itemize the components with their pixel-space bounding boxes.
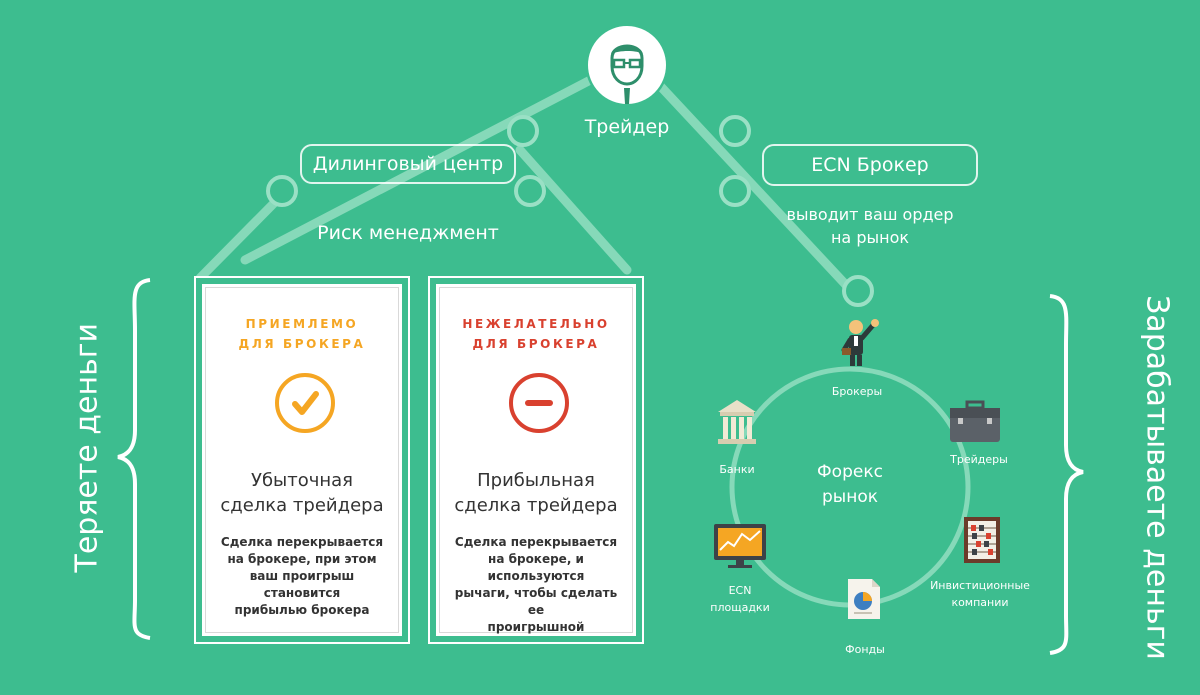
trader-avatar [584, 22, 670, 108]
connector-node [719, 115, 751, 147]
card-desc-line: на брокере, и используются [487, 552, 585, 583]
connector-node [266, 175, 298, 207]
card-description: Сделка перекрывается на брокере, и испол… [450, 534, 622, 636]
card-header-line2: ДЛЯ БРОКЕРА [238, 337, 366, 351]
ecn-label-line1: ECN [728, 584, 752, 597]
trader-icon [585, 23, 669, 107]
card-title-line2: сделка трейдера [220, 495, 384, 516]
card-description: Сделка перекрывается на брокере, при это… [216, 534, 388, 619]
card-desc-line: Сделка перекрывается [454, 535, 618, 549]
connector-node [507, 115, 539, 147]
card-title-line1: Прибыльная [477, 470, 595, 491]
card-title-line1: Убыточная [250, 470, 354, 491]
card-desc-line: ваш проигрыш становится [249, 569, 355, 600]
left-brace [117, 278, 151, 640]
card-header: ПРИЕМЛЕМО ДЛЯ БРОКЕРА [206, 314, 398, 354]
forex-market-label: Форекс рынок [790, 460, 910, 510]
invest-label-line1: Инвистиционные [930, 579, 1030, 592]
right-brace [1049, 294, 1084, 655]
card-desc-line: Сделка перекрывается [220, 535, 384, 549]
document-pie-icon [846, 577, 882, 625]
checkmark-icon [274, 372, 336, 438]
forex-line2: рынок [822, 487, 878, 507]
card-header-line2: ДЛЯ БРОКЕРА [472, 337, 600, 351]
bank-icon [716, 398, 758, 452]
briefcase-icon [948, 400, 1002, 448]
card-desc-line: рычаги, чтобы сделать ее [454, 586, 618, 617]
card-title: Прибыльная сделка трейдера [440, 468, 632, 518]
invest-label-line2: компании [951, 596, 1009, 609]
minus-icon [508, 372, 570, 438]
earn-money-label: Зарабатываете деньги [1139, 295, 1175, 660]
connector-node [842, 275, 874, 307]
risk-management-label: Риск менеджмент [317, 222, 499, 244]
banks-label: Банки [719, 463, 755, 476]
connector-node [719, 175, 751, 207]
card-desc-line: проигрышной [487, 620, 585, 634]
monitor-chart-icon [712, 522, 768, 574]
ecn-subtitle-line2: на рынок [830, 228, 910, 247]
ecn-label-line2: площадки [710, 601, 770, 614]
card-desc-line: на брокере, при этом [227, 552, 377, 566]
ecn-label: ECN площадки [685, 582, 795, 616]
ecn-broker-pill: ECN Брокер [762, 144, 978, 186]
abacus-icon [962, 515, 1002, 569]
funds-label: Фонды [845, 643, 885, 656]
brokers-label: Брокеры [831, 385, 883, 398]
trader-label: Трейдер [584, 116, 670, 138]
invest-label: Инвистиционные компании [925, 577, 1035, 611]
dealing-center-pill: Дилинговый центр [300, 144, 516, 184]
ecn-subtitle-line1: выводит ваш ордер [786, 205, 954, 224]
card-desc-line: прибылью брокера [234, 603, 370, 617]
lose-money-label: Теряете деньги [69, 322, 105, 573]
traders-label: Трейдеры [950, 453, 1008, 466]
forex-line1: Форекс [817, 462, 883, 482]
card-title: Убыточная сделка трейдера [206, 468, 398, 518]
connector-node [514, 175, 546, 207]
card-header-line1: НЕЖЕЛАТЕЛЬНО [462, 317, 610, 331]
acceptable-card: ПРИЕМЛЕМО ДЛЯ БРОКЕРА Убыточная сделка т… [194, 276, 410, 644]
broker-figure-icon [840, 318, 884, 370]
card-header-line1: ПРИЕМЛЕМО [245, 317, 359, 331]
card-header: НЕЖЕЛАТЕЛЬНО ДЛЯ БРОКЕРА [440, 314, 632, 354]
card-title-line2: сделка трейдера [454, 495, 618, 516]
undesirable-card: НЕЖЕЛАТЕЛЬНО ДЛЯ БРОКЕРА Прибыльная сдел… [428, 276, 644, 644]
